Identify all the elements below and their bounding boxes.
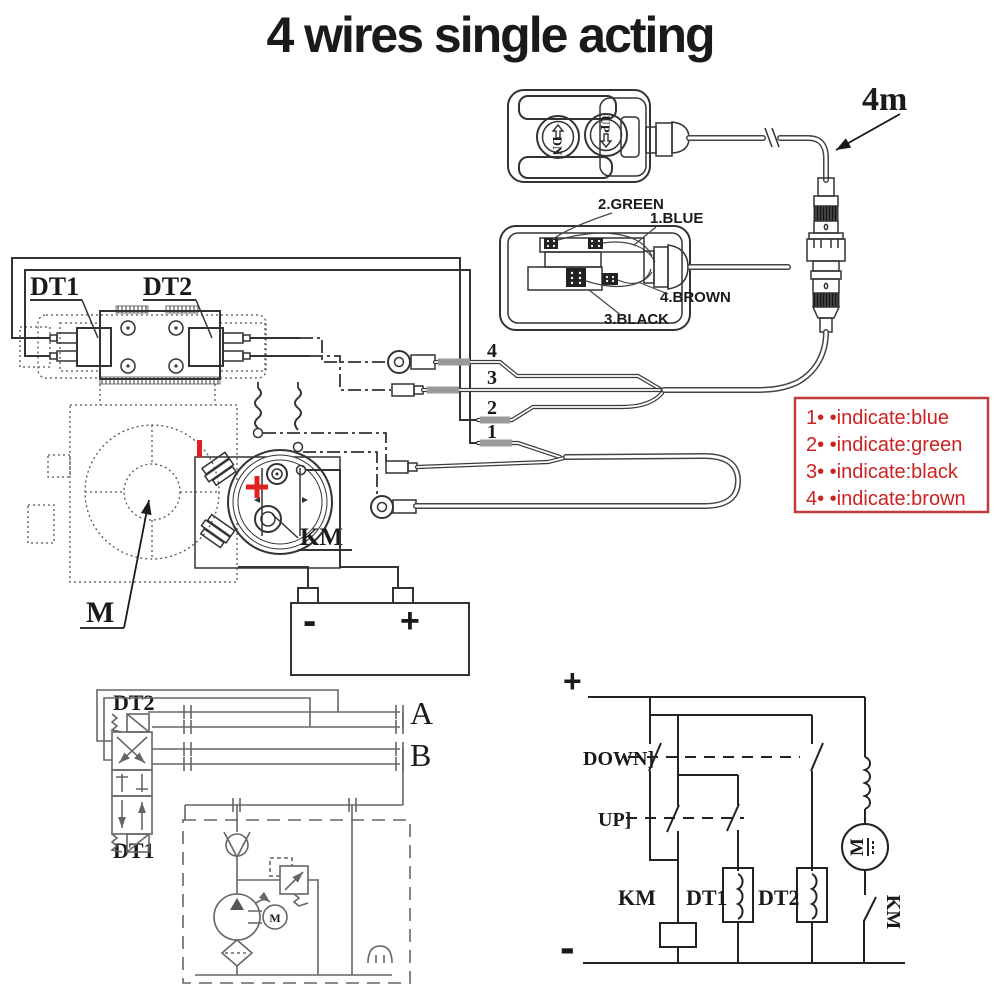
legend-box: 1• •indicate:blue 2• •indicate:green 3• … xyxy=(793,396,990,514)
pendant-cable-gland xyxy=(645,121,690,157)
up-switch-label: UP] xyxy=(598,809,631,831)
terminal-block xyxy=(588,238,603,249)
down-button-label: DN xyxy=(550,137,565,156)
hydraulic-dt2-label: DT2 xyxy=(113,690,155,715)
hydraulic-dt1-label: DT1 xyxy=(113,838,155,863)
legend-line-3: 3• •indicate:black xyxy=(806,461,959,483)
schematic-km-label: KM xyxy=(618,885,656,910)
up-button: UP xyxy=(584,113,628,157)
wire-number-2: 2 xyxy=(487,397,497,419)
km-coil-box xyxy=(659,922,697,948)
km-contact-label: KM xyxy=(882,895,904,930)
km-terminal-bolts xyxy=(199,513,236,549)
pump-motor: M xyxy=(248,891,288,930)
wire-number-4: 4 xyxy=(487,340,497,362)
dt1-label: DT1 xyxy=(30,272,79,301)
dt2-label: DT2 xyxy=(143,272,192,301)
wire-color-labels: 2.GREEN 1.BLUE 4.BROWN 3.BLACK xyxy=(551,196,731,328)
dt1-coil-symbol xyxy=(735,873,744,920)
legend-line-2: 2• •indicate:green xyxy=(806,434,962,456)
motor-label: M xyxy=(86,596,114,629)
red-plus-mark xyxy=(246,476,268,498)
battery: - + xyxy=(238,469,470,676)
brown-wire-label: 4.BROWN xyxy=(660,289,731,306)
pump xyxy=(213,893,261,941)
dt1-solenoid-coil xyxy=(49,327,112,367)
port-b-label: B xyxy=(410,737,431,773)
pendant-remote: DN UP xyxy=(507,89,690,183)
black-wire-label: 3.BLACK xyxy=(604,311,669,328)
check-valve xyxy=(223,831,251,894)
schematic-dt1-label: DT1 xyxy=(686,885,728,910)
page-title: 4 wires single acting xyxy=(266,7,713,63)
down-arrow-icon xyxy=(551,123,565,139)
wire-number-1: 1 xyxy=(487,421,497,443)
battery-positive-wire xyxy=(305,469,399,588)
blue-wire-label: 1.BLUE xyxy=(650,210,703,227)
schematic-dt2-label: DT2 xyxy=(758,885,800,910)
up-button-label: UP xyxy=(598,115,613,132)
cable-connector xyxy=(806,177,846,333)
port-a-label: A xyxy=(410,695,433,731)
wire-number-3: 3 xyxy=(487,367,497,389)
coupler-ticks xyxy=(183,705,404,771)
battery-plus-label: + xyxy=(400,602,420,640)
cable-length-callout: 4m xyxy=(835,81,907,151)
terminal-block xyxy=(602,273,618,285)
relief-valve xyxy=(237,857,319,975)
pendant-cable xyxy=(686,127,829,183)
valve-bolts xyxy=(120,320,184,374)
electrical-schematic: + - DOWN] UP] xyxy=(560,663,905,972)
down-button: DN xyxy=(536,115,580,159)
legend-line-4: 4• •indicate:brown xyxy=(806,488,966,510)
battery-negative-wire xyxy=(238,566,309,588)
red-mark-i xyxy=(197,440,202,457)
coil-wiring-rails xyxy=(11,257,478,444)
hydraulic-schematic: DT2 DT1 A B xyxy=(96,689,433,984)
coil-labels: DT1 DT2 xyxy=(30,272,213,339)
numbered-wires: 4 3 2 1 xyxy=(370,340,742,519)
legend-line-1: 1• •indicate:blue xyxy=(806,407,949,429)
dt2-solenoid-coil xyxy=(188,327,251,367)
remote-cable-gland xyxy=(667,244,689,290)
up-arrow-icon xyxy=(599,133,613,149)
km-contactor: KM xyxy=(194,382,352,569)
contactor-label: KM xyxy=(300,524,343,551)
green-wire-label: 2.GREEN xyxy=(598,196,664,213)
down-switch-label: DOWN] xyxy=(583,748,654,770)
connector-cable xyxy=(661,329,829,394)
remote-open-view xyxy=(499,225,791,331)
terminal-block xyxy=(566,268,586,287)
km-inductor-symbol xyxy=(861,756,871,810)
schematic-motor-label: M xyxy=(847,838,868,856)
km-terminal-links xyxy=(263,432,387,495)
schematic-minus: - xyxy=(560,923,575,972)
terminal-block xyxy=(544,238,558,249)
pump-motor-label: M xyxy=(269,911,280,925)
dt2-coil-symbol xyxy=(809,873,818,920)
battery-minus-label: - xyxy=(303,599,316,643)
motor-housing: M xyxy=(27,384,238,629)
filter xyxy=(220,938,254,975)
breather xyxy=(367,945,393,964)
km-terminal-bolts xyxy=(200,451,237,487)
power-unit-boundary xyxy=(182,819,411,984)
cable-length-label: 4m xyxy=(862,81,907,118)
schematic-plus: + xyxy=(563,663,582,699)
valve-block xyxy=(19,305,267,385)
